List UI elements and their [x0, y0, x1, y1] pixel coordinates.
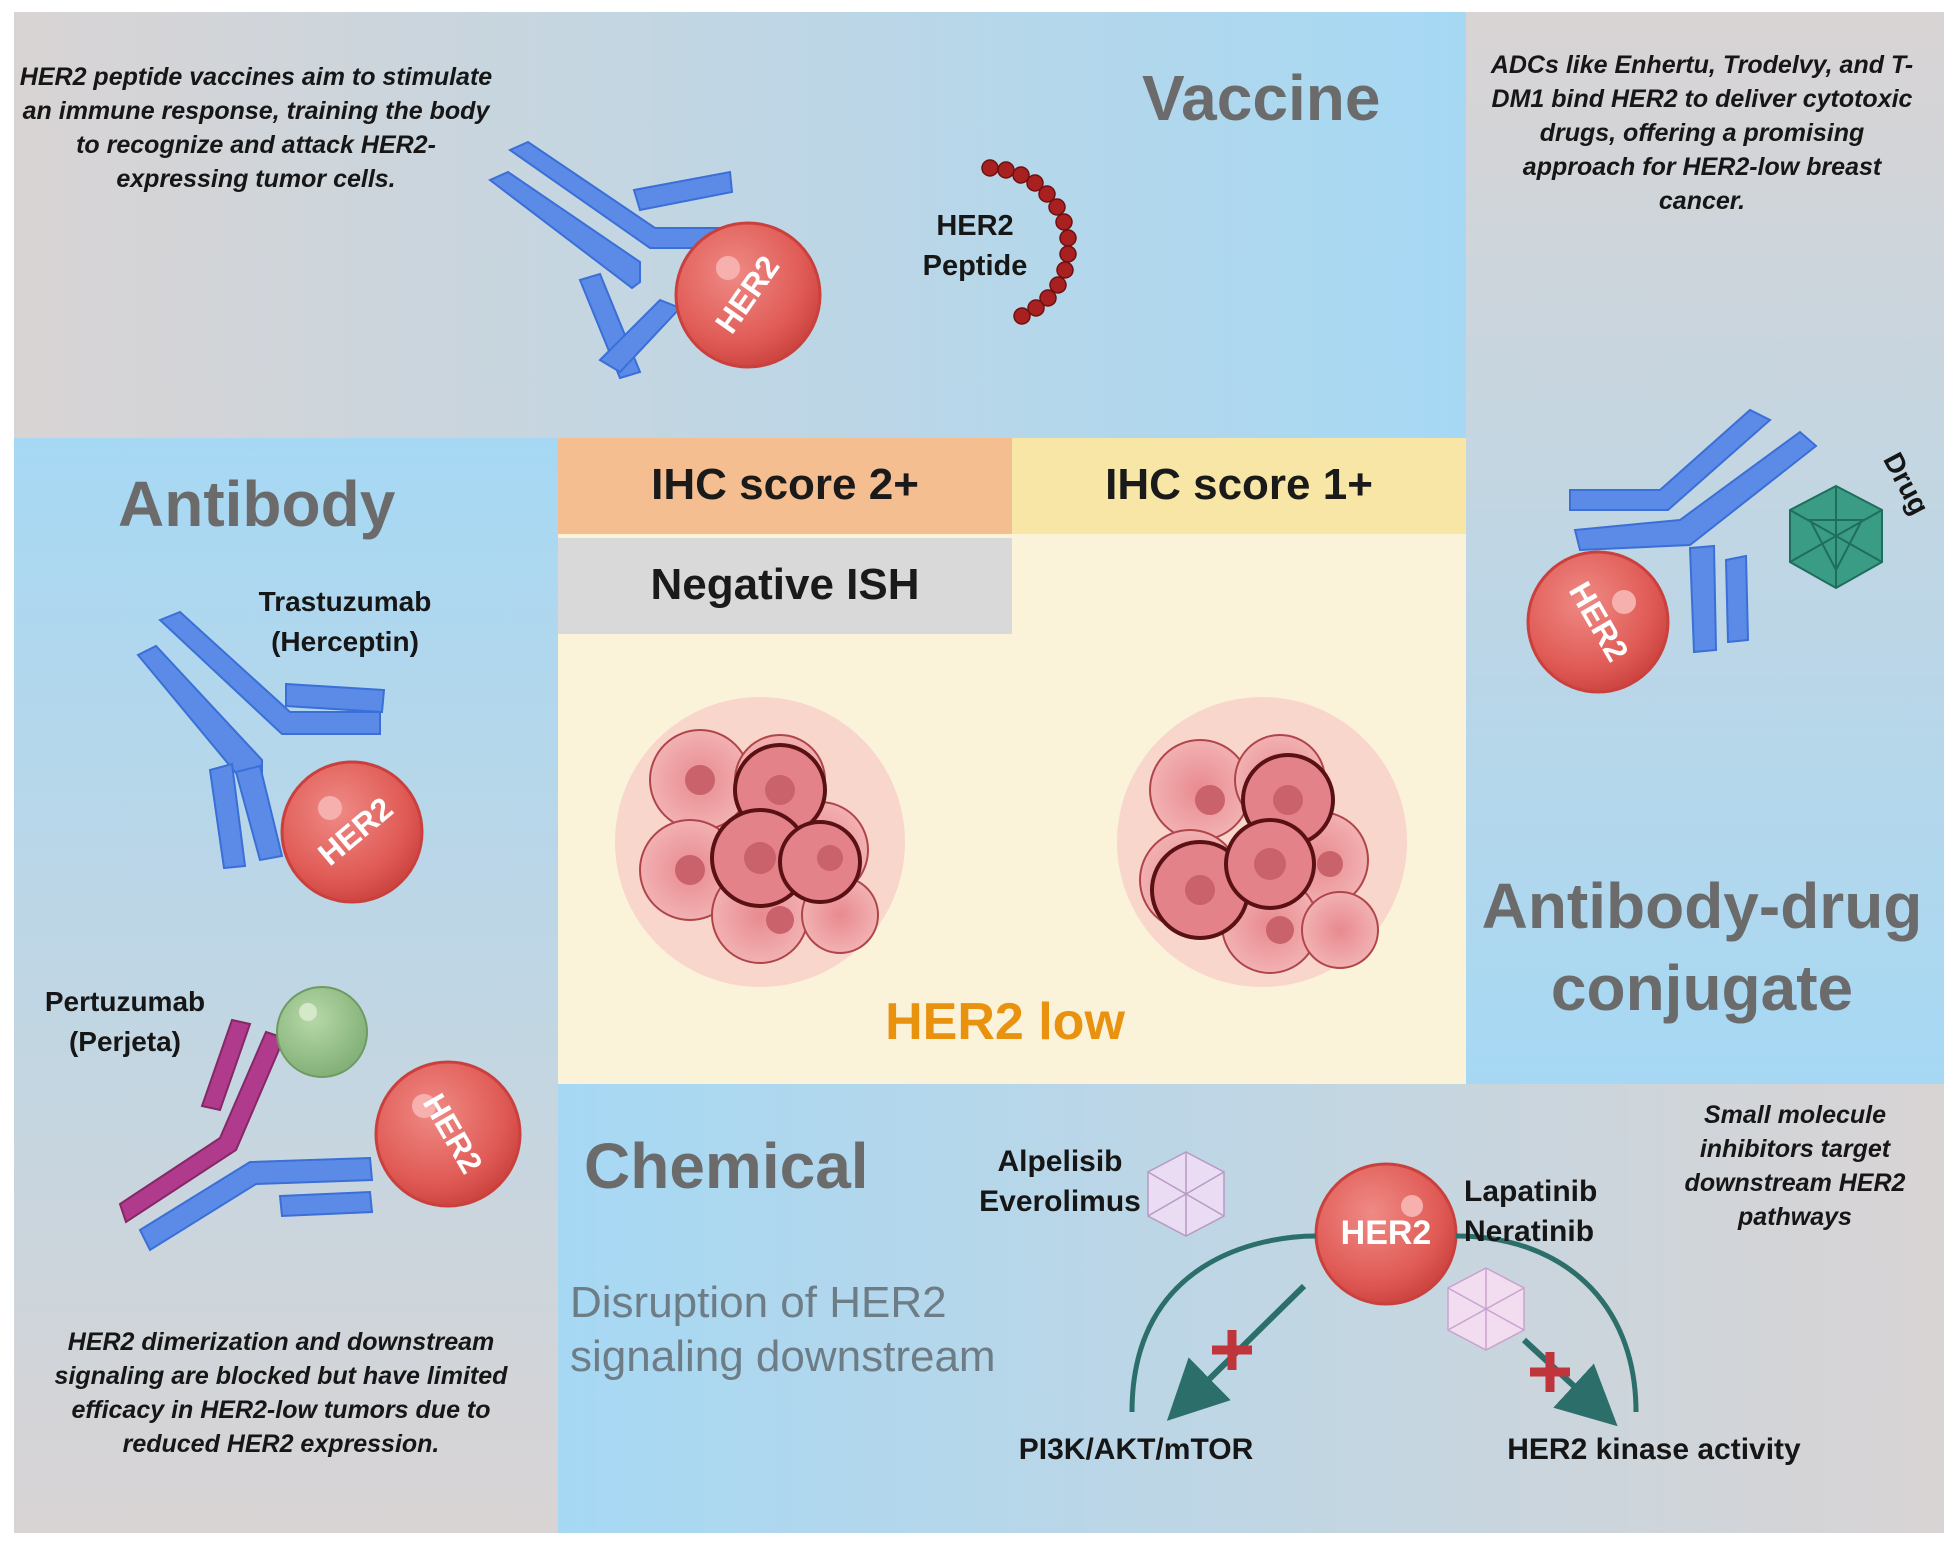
adc-her2-cell	[1526, 550, 1670, 694]
chemical-title: Chemical	[584, 1130, 869, 1202]
pi3k-pathway-label: PI3K/AKT/mTOR	[1018, 1433, 1254, 1466]
trastuzumab-label-2: (Herceptin)	[271, 626, 419, 657]
chemical-subtitle-1: Disruption of HER2	[570, 1278, 947, 1327]
pertuzumab-label-2: (Perjeta)	[68, 1026, 182, 1057]
lapatinib-icosahedron-icon	[1447, 1267, 1525, 1351]
adc-antibody-icon	[1569, 408, 1818, 654]
inhibit-mark-kinase	[1530, 1352, 1570, 1392]
inhibit-mark-pi3k	[1212, 1330, 1252, 1370]
tumor-cluster-ihc2	[615, 697, 905, 987]
chemical-her2-cell-label: HER2	[1340, 1214, 1432, 1252]
tumor-cluster-ihc1	[1117, 697, 1407, 987]
vaccine-description: HER2 peptide vaccines aim to stimulate a…	[19, 63, 493, 193]
antibody-title: Antibody	[118, 468, 396, 540]
her2-low-label: HER2 low	[885, 993, 1125, 1051]
pertuzumab-label-1: Pertuzumab	[44, 986, 206, 1017]
chemical-panel	[558, 1084, 1944, 1533]
pertuzumab-her2-cell	[374, 1060, 522, 1208]
lapatinib-label: Lapatinib	[1464, 1175, 1598, 1208]
vaccine-her2-cell	[674, 221, 822, 369]
antibody-description: HER2 dimerization and downstream signali…	[54, 1328, 508, 1458]
everolimus-label: Everolimus	[979, 1185, 1141, 1218]
adc-description: ADCs like Enhertu, Trodelvy, and T-DM1 b…	[1490, 51, 1914, 215]
her2-peptide-chain	[981, 159, 1077, 325]
antibody-panel	[14, 438, 558, 1533]
drug-icosahedron-icon	[1789, 484, 1883, 590]
alpelisib-icosahedron-icon	[1147, 1151, 1225, 1237]
ish-box	[558, 538, 1012, 634]
kinase-pathway-label: HER2 kinase activity	[1507, 1433, 1801, 1466]
chemical-description: Small molecule inhibitors target downstr…	[1684, 1101, 1906, 1231]
her2-peptide-label-2: Peptide	[922, 250, 1028, 282]
chemical-subtitle-2: signaling downstream	[570, 1332, 996, 1381]
trastuzumab-antibody-icon	[136, 610, 386, 870]
pertuzumab-antibody-icon	[118, 1018, 374, 1252]
pi3k-arrow	[1166, 1283, 1307, 1421]
ihc2-label: IHC score 2+	[651, 460, 919, 509]
adc-title-line-2: conjugate	[1550, 952, 1854, 1024]
pertuzumab-partner-receptor	[276, 986, 368, 1078]
vaccine-title: Vaccine	[1142, 62, 1381, 134]
trastuzumab-her2-cell	[280, 760, 424, 904]
adc-title-line-1: Antibody-drug	[1481, 870, 1923, 942]
ihc1-label: IHC score 1+	[1105, 460, 1373, 509]
ihc2-box	[558, 438, 1012, 534]
alpelisib-label: Alpelisib	[997, 1145, 1123, 1178]
her2-peptide-label-1: HER2	[936, 210, 1014, 242]
signaling-arc	[1129, 1233, 1639, 1413]
ihc1-box	[1012, 438, 1466, 534]
neratinib-label: Neratinib	[1464, 1215, 1595, 1248]
ish-label: Negative ISH	[650, 560, 920, 609]
trastuzumab-label-1: Trastuzumab	[258, 586, 432, 617]
